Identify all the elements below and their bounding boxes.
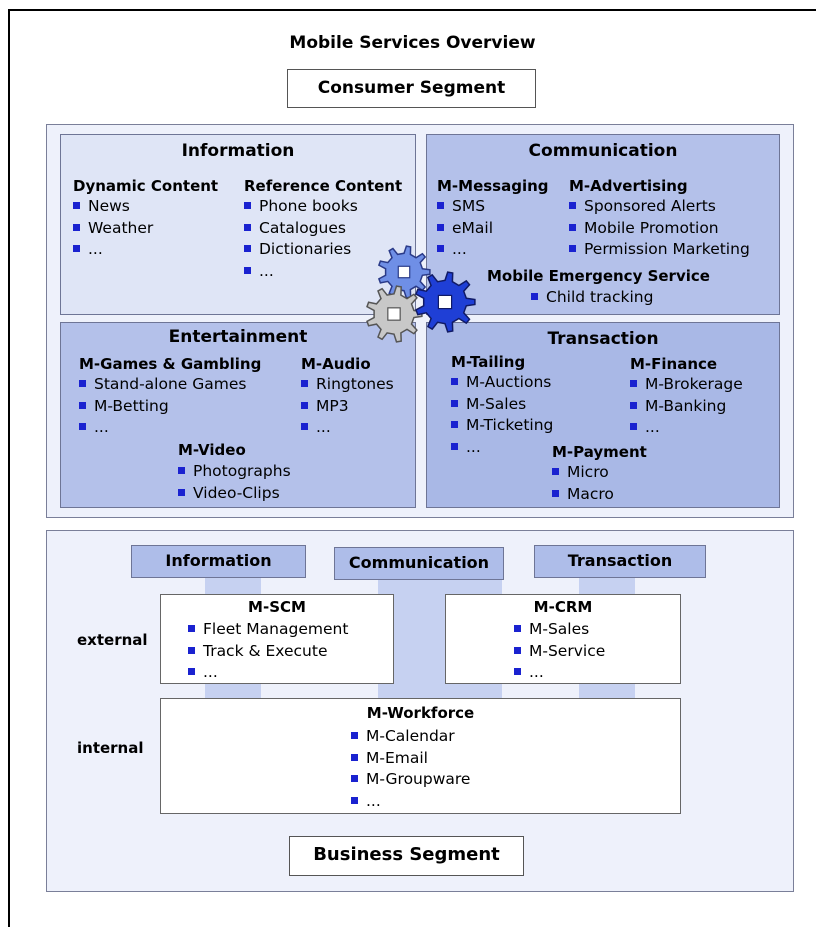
m-messaging-heading: M-Messaging xyxy=(437,177,549,195)
gears-icon xyxy=(366,245,476,343)
m-audio-heading: M-Audio xyxy=(301,355,371,373)
list-item: ... xyxy=(437,239,493,261)
gear-dark-blue xyxy=(415,271,476,333)
m-workforce-heading: M-Workforce xyxy=(366,704,475,722)
m-games-list: Stand-alone Games M-Betting ... xyxy=(79,374,246,439)
list-item: M-Service xyxy=(514,641,605,663)
list-item: M-Banking xyxy=(630,396,743,418)
entertainment-title: Entertainment xyxy=(168,327,308,347)
reference-content-list: Phone books Catalogues Dictionaries ... xyxy=(244,196,358,282)
m-finance-heading: M-Finance xyxy=(630,355,718,373)
list-item: Mobile Promotion xyxy=(569,218,750,240)
tab-communication: Communication xyxy=(334,547,504,580)
internal-label: internal xyxy=(77,739,144,757)
business-segment-label: Business Segment xyxy=(289,836,524,876)
reference-content-heading: Reference Content xyxy=(244,177,403,195)
list-item: M-Auctions xyxy=(451,372,553,394)
m-finance-list: M-Brokerage M-Banking ... xyxy=(630,374,743,439)
m-tailing-heading: M-Tailing xyxy=(451,353,526,371)
m-payment-list: Micro Macro xyxy=(552,462,614,505)
tab-transaction: Transaction xyxy=(534,545,706,578)
list-item: M-Calendar xyxy=(351,726,470,748)
mobile-emergency-list: Child tracking xyxy=(531,287,653,309)
list-item: M-Sales xyxy=(514,619,605,641)
dynamic-content-list: News Weather ... xyxy=(73,196,153,261)
tab-information: Information xyxy=(131,545,306,578)
m-crm-list: M-Sales M-Service ... xyxy=(514,619,605,684)
communication-title: Communication xyxy=(528,141,678,161)
list-item: M-Groupware xyxy=(351,769,470,791)
list-item: ... xyxy=(451,437,553,459)
list-item: Catalogues xyxy=(244,218,358,240)
external-label: external xyxy=(77,631,148,649)
list-item: eMail xyxy=(437,218,493,240)
dynamic-content-heading: Dynamic Content xyxy=(73,177,219,195)
m-messaging-list: SMS eMail ... xyxy=(437,196,493,261)
list-item: M-Email xyxy=(351,748,470,770)
m-scm-heading: M-SCM xyxy=(248,598,306,616)
list-item: ... xyxy=(79,417,246,439)
m-video-heading: M-Video xyxy=(178,441,246,459)
m-advertising-list: Sponsored Alerts Mobile Promotion Permis… xyxy=(569,196,750,261)
information-quadrant: Information Dynamic Content News Weather… xyxy=(60,134,416,315)
list-item: Fleet Management xyxy=(188,619,348,641)
consumer-segment-label: Consumer Segment xyxy=(287,69,536,108)
list-item: SMS xyxy=(437,196,493,218)
list-item: News xyxy=(73,196,153,218)
list-item: Ringtones xyxy=(301,374,394,396)
diagram-title: Mobile Services Overview xyxy=(289,33,536,53)
list-item: Dictionaries xyxy=(244,239,358,261)
entertainment-quadrant: Entertainment M-Games & Gambling Stand-a… xyxy=(60,322,416,508)
list-item: Micro xyxy=(552,462,614,484)
m-tailing-list: M-Auctions M-Sales M-Ticketing ... xyxy=(451,372,553,458)
m-crm-heading: M-CRM xyxy=(533,598,593,616)
list-item: M-Sales xyxy=(451,394,553,416)
m-games-heading: M-Games & Gambling xyxy=(79,355,262,373)
transaction-title: Transaction xyxy=(547,329,659,349)
information-title: Information xyxy=(181,141,295,161)
m-crm-box: M-CRM M-Sales M-Service ... xyxy=(445,594,681,684)
list-item: ... xyxy=(514,662,605,684)
mobile-emergency-heading: Mobile Emergency Service xyxy=(487,267,710,285)
m-payment-heading: M-Payment xyxy=(552,443,647,461)
m-scm-box: M-SCM Fleet Management Track & Execute .… xyxy=(160,594,394,684)
list-item: ... xyxy=(73,239,153,261)
list-item: Track & Execute xyxy=(188,641,348,663)
list-item: ... xyxy=(630,417,743,439)
list-item: ... xyxy=(301,417,394,439)
list-item: MP3 xyxy=(301,396,394,418)
list-item: Phone books xyxy=(244,196,358,218)
list-item: M-Betting xyxy=(79,396,246,418)
m-advertising-heading: M-Advertising xyxy=(569,177,688,195)
list-item: M-Ticketing xyxy=(451,415,553,437)
list-item: Video-Clips xyxy=(178,483,291,505)
m-audio-list: Ringtones MP3 ... xyxy=(301,374,394,439)
list-item: Child tracking xyxy=(531,287,653,309)
communication-quadrant: Communication M-Messaging SMS eMail ... … xyxy=(426,134,780,315)
m-workforce-list: M-Calendar M-Email M-Groupware ... xyxy=(351,726,470,812)
m-workforce-box: M-Workforce M-Calendar M-Email M-Groupwa… xyxy=(160,698,681,814)
diagram-frame xyxy=(8,9,816,927)
list-item: ... xyxy=(351,791,470,813)
list-item: ... xyxy=(244,261,358,283)
transaction-quadrant: Transaction M-Tailing M-Auctions M-Sales… xyxy=(426,322,780,508)
list-item: Permission Marketing xyxy=(569,239,750,261)
list-item: Photographs xyxy=(178,461,291,483)
m-scm-list: Fleet Management Track & Execute ... xyxy=(188,619,348,684)
gear-grey xyxy=(366,285,423,343)
list-item: M-Brokerage xyxy=(630,374,743,396)
list-item: Stand-alone Games xyxy=(79,374,246,396)
list-item: Macro xyxy=(552,484,614,506)
m-video-list: Photographs Video-Clips xyxy=(178,461,291,504)
list-item: Sponsored Alerts xyxy=(569,196,750,218)
list-item: ... xyxy=(188,662,348,684)
list-item: Weather xyxy=(73,218,153,240)
